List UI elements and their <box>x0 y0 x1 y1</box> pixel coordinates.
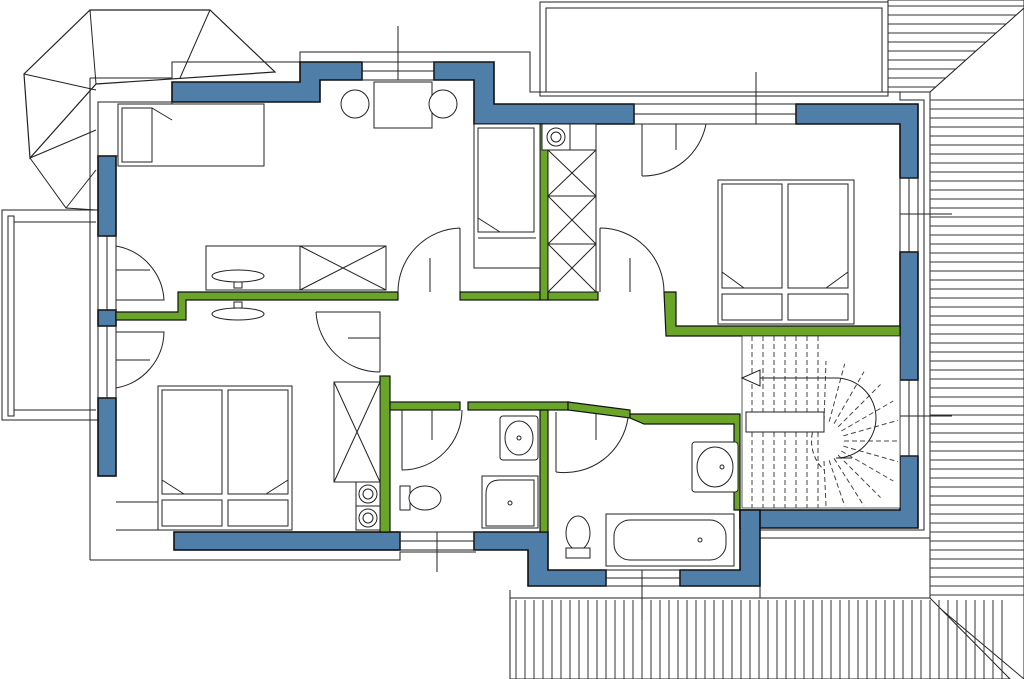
left-railing <box>1 209 99 421</box>
building-outline <box>89 51 930 599</box>
bay-window <box>23 9 277 211</box>
stair-direction-arrow <box>740 369 877 459</box>
staircase <box>740 335 901 509</box>
hatch-line <box>837 384 881 428</box>
washbasin-bathroom <box>691 441 739 493</box>
hallway <box>390 300 740 402</box>
lamp-top <box>211 269 265 289</box>
windows <box>97 26 952 620</box>
chimney-flues <box>355 481 381 531</box>
dresser <box>205 245 387 291</box>
hatch-line <box>823 360 827 422</box>
double-bed-upper <box>717 179 855 325</box>
hatch-line <box>837 454 881 498</box>
hatch-line <box>828 363 846 422</box>
hatch-line <box>833 371 865 424</box>
wardrobe-lower <box>116 381 381 531</box>
hatch-line <box>828 460 846 507</box>
balcony <box>539 1 889 97</box>
wardrobe-upper <box>473 123 541 269</box>
roof-right <box>929 7 1024 679</box>
hatch-line <box>843 419 899 437</box>
doors <box>115 123 707 474</box>
shower <box>481 475 539 529</box>
hatch-line <box>841 400 894 432</box>
interior-walls <box>115 123 901 533</box>
storage-cabinet <box>541 123 597 293</box>
double-bed-lower <box>157 385 293 531</box>
hatch-line <box>843 445 899 463</box>
roof-bottom <box>509 597 1011 679</box>
toilet-shower-room <box>399 485 442 511</box>
washbasin-shower-room <box>499 415 539 461</box>
single-bed <box>117 103 265 167</box>
hatch-line <box>833 458 865 507</box>
bathtub <box>605 513 735 567</box>
toilet-bathroom <box>565 515 591 559</box>
desk-with-chairs <box>340 81 458 129</box>
lamp-bottom <box>211 301 265 321</box>
